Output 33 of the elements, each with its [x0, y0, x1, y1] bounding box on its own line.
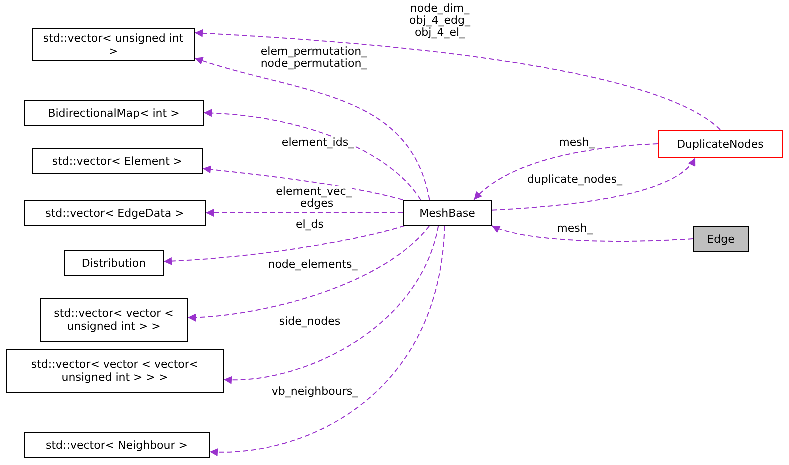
edge-label: side_nodes [279, 316, 341, 328]
class-box: std::vector< unsigned int > [32, 28, 195, 61]
edge-label: mesh_ [559, 137, 595, 149]
class-box: Edge [693, 226, 749, 252]
edge-label: node_elements_ [268, 259, 358, 271]
edge-label: duplicate_nodes_ [527, 174, 623, 186]
class-box: DuplicateNodes [658, 130, 783, 158]
dashed-arrow [202, 166, 404, 200]
class-box: std::vector< Element > [32, 148, 203, 174]
dashed-arrow [164, 226, 406, 266]
edge-label: element_vec_ [276, 186, 352, 198]
class-box: std::vector< vector < vector< unsigned int > > > [6, 349, 224, 393]
class-box: MeshBase [403, 200, 492, 226]
edge-label: element_ids_ [282, 137, 354, 149]
class-box: std::vector< Neighbour > [24, 432, 210, 458]
edge-label: vb_neighbours_ [272, 386, 358, 398]
edge-label: mesh_ [557, 223, 593, 235]
dashed-arrow [194, 29, 721, 130]
dashed-arrow [492, 158, 696, 211]
edge-label: edges [300, 198, 334, 210]
dashed-arrow [194, 56, 430, 200]
class-box: Distribution [64, 250, 164, 276]
class-box: std::vector< vector < unsigned int > > [40, 298, 188, 342]
edge-label: el_ds [296, 219, 324, 231]
dashed-arrow [210, 226, 446, 456]
dashed-arrow [204, 109, 422, 200]
dashed-arrow [474, 144, 658, 200]
dashed-arrow [188, 226, 430, 322]
dashed-arrow [224, 226, 440, 384]
class-box: std::vector< EdgeData > [24, 200, 206, 226]
dashed-arrow [492, 225, 694, 242]
dashed-arrow [206, 209, 404, 217]
class-box: BidirectionalMap< int > [24, 100, 204, 126]
